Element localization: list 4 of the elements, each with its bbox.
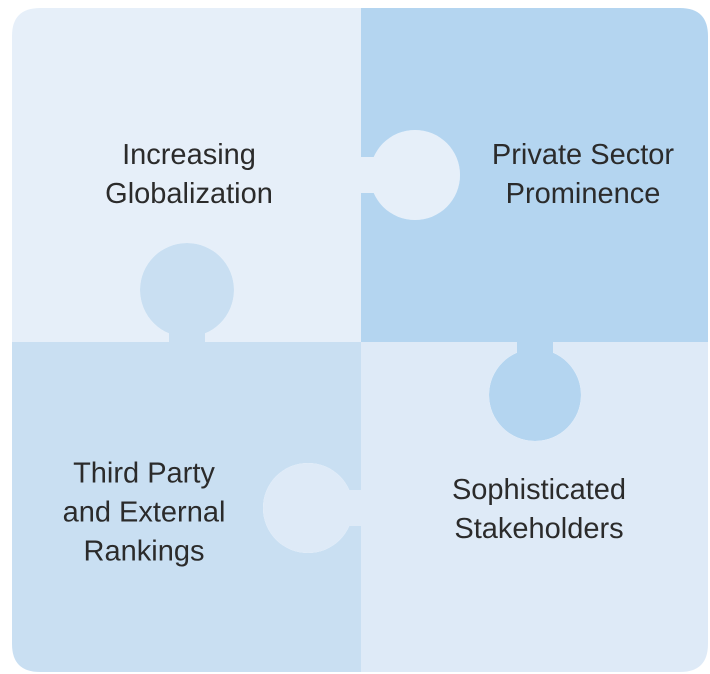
piece-label: Private Sector Prominence (490, 138, 676, 212)
piece-label: Sophisticated Stakeholders (450, 472, 628, 547)
piece-label: Increasing Globalization (104, 138, 274, 212)
piece-label: Third Party and External Rankings (62, 456, 226, 570)
